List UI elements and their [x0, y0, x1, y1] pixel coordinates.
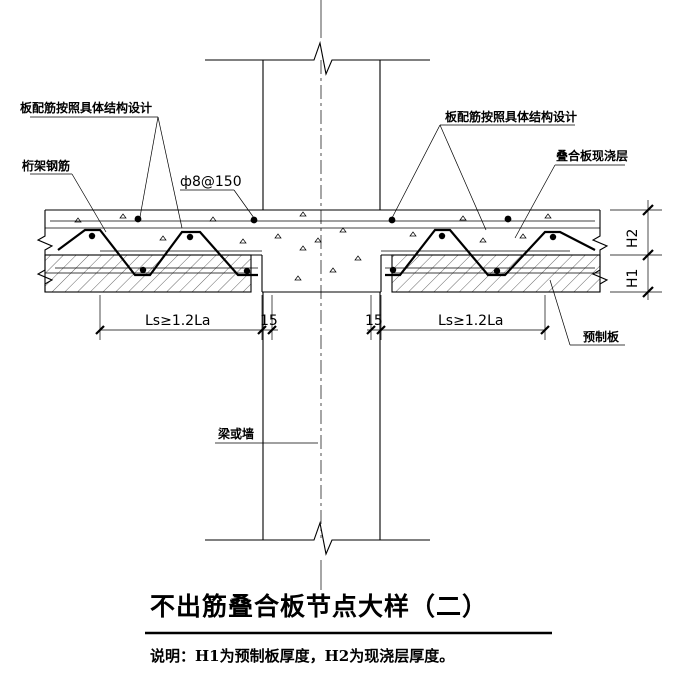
- label-topping-layer: 叠合板现浇层: [556, 148, 628, 163]
- truss-rebar-right: [385, 228, 596, 277]
- dim-h2: H2: [625, 229, 641, 248]
- dim-h1: H1: [625, 269, 641, 288]
- drawing-note: 说明：H1为预制板厚度，H2为现浇层厚度。: [150, 647, 454, 665]
- truss-rebar-left: [55, 228, 258, 277]
- dim-ls-left: Ls≥1.2La: [145, 313, 210, 329]
- precast-slab-right: [391, 254, 609, 293]
- wall-outline: [205, 40, 430, 556]
- label-slab-rebar-right: 板配筋按照具体结构设计: [445, 109, 577, 124]
- label-stirrup: ф8@150: [180, 174, 242, 190]
- label-wall: 梁或墙: [217, 426, 254, 441]
- leader-lines: [30, 116, 625, 444]
- label-truss-rebar: 桁架钢筋: [22, 158, 70, 173]
- slab-top-rebar: [50, 220, 595, 252]
- drawing-title: 不出筋叠合板节点大样（二）: [150, 592, 488, 621]
- dimension-lines: [95, 200, 662, 340]
- precast-slab-left: [36, 254, 252, 293]
- rebar-dots: [88, 215, 557, 275]
- label-precast-slab: 预制板: [583, 329, 620, 344]
- label-slab-rebar-left: 板配筋按照具体结构设计: [20, 100, 152, 115]
- dim-ls-right: Ls≥1.2La: [438, 313, 503, 329]
- dim-gap-left: 15: [260, 313, 278, 329]
- dim-gap-right: 15: [365, 313, 383, 329]
